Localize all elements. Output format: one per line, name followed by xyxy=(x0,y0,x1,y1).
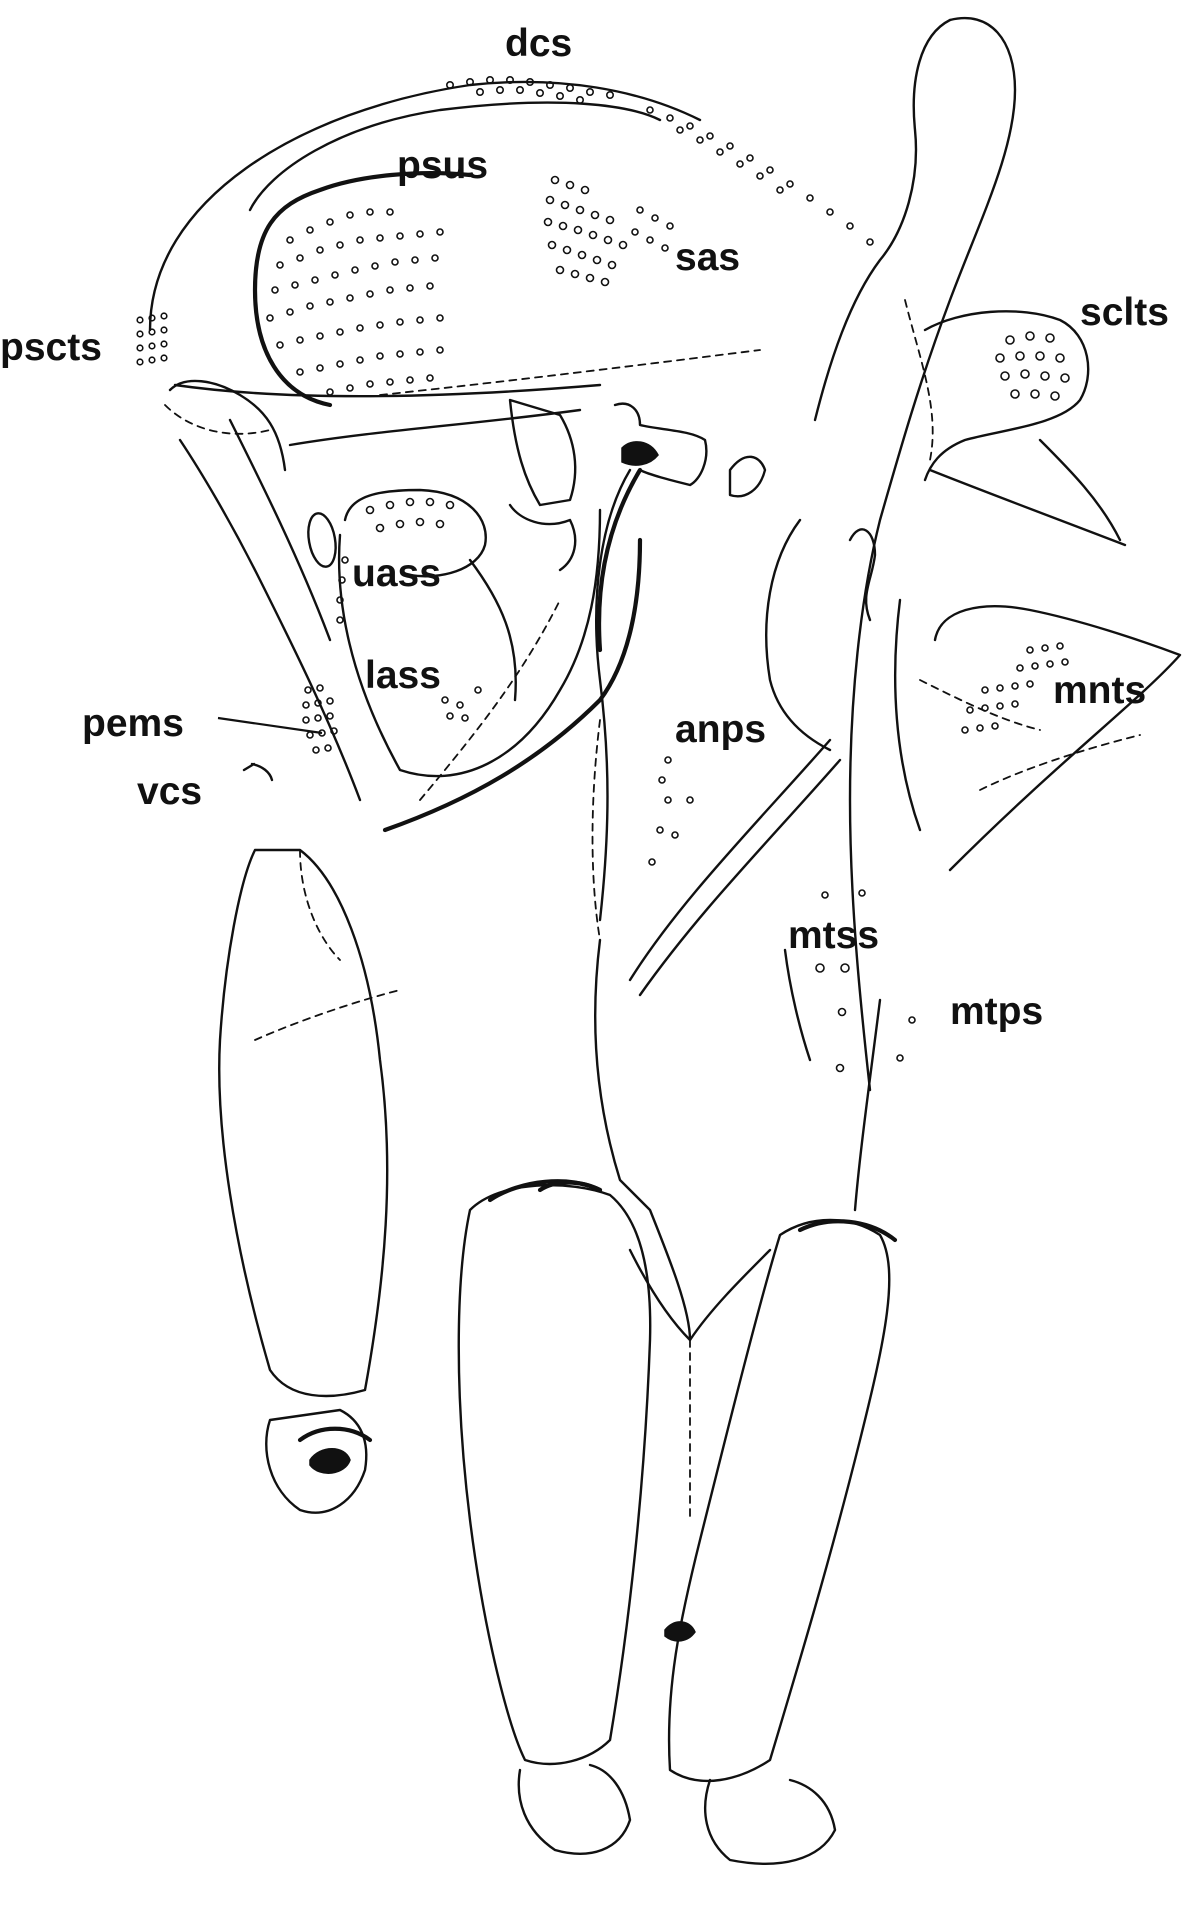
label-pems: pems xyxy=(82,702,184,745)
postnotum-stalk xyxy=(848,17,1017,1092)
scutellum-dashed xyxy=(904,299,934,461)
wing-base-process xyxy=(508,398,577,507)
humeral-lobe xyxy=(168,379,287,472)
dcs-setae xyxy=(445,76,874,246)
wing-base-dark-sclerite xyxy=(621,441,659,466)
label-psus: psus xyxy=(397,144,488,187)
setae-clusters xyxy=(136,76,1070,1073)
foreleg-coxa-dashed xyxy=(299,849,341,961)
midleg-right-dark-joint xyxy=(664,1621,696,1642)
pems-setae xyxy=(302,684,338,754)
pscts-setae xyxy=(136,312,168,366)
mtps-setae xyxy=(896,1016,916,1062)
transverse-ridge-1 xyxy=(173,383,602,398)
anterior-spiracle xyxy=(307,512,337,568)
foreleg-joint-ridge xyxy=(297,1426,373,1443)
label-vcs: vcs xyxy=(137,770,202,813)
wing-base-sclerite-outline-2 xyxy=(728,455,767,498)
mtss-setae xyxy=(815,889,866,1073)
anps-right-edge xyxy=(765,518,832,752)
label-uass: uass xyxy=(352,552,441,595)
wing-base-sclerite-outline xyxy=(613,402,708,487)
wing-base-process-2 xyxy=(508,503,577,572)
mnts-setae xyxy=(961,642,1069,734)
label-mtss: mtss xyxy=(788,914,879,957)
lass-inner-line xyxy=(468,558,517,702)
transverse-dashed-1 xyxy=(379,349,761,396)
scutum-outline xyxy=(148,80,702,332)
label-mnts: mnts xyxy=(1053,669,1146,712)
anterior-edge xyxy=(178,438,362,802)
foreleg-coxa xyxy=(218,848,389,1398)
sclts-setae xyxy=(995,331,1070,401)
uass-plate xyxy=(343,488,487,578)
pems-leader-line xyxy=(217,716,323,735)
lass-setae xyxy=(441,686,482,722)
postnotum-stalk-inner xyxy=(813,18,952,422)
label-lass: lass xyxy=(365,654,441,697)
anterior-edge-2 xyxy=(228,418,332,642)
lass-dashed xyxy=(419,599,561,801)
mnts-plate xyxy=(933,605,1182,872)
uass-setae xyxy=(336,497,455,624)
vcs-bristle-mark xyxy=(242,762,274,782)
meron-small-hook xyxy=(848,528,877,622)
anps-diagonal-2 xyxy=(638,758,842,997)
mnts-dashed-2 xyxy=(919,679,1041,731)
foreleg-joint-dark xyxy=(309,1448,351,1474)
anps-dashed xyxy=(591,719,601,941)
midleg-left-femur xyxy=(457,1184,652,1766)
scutum-inner-arc xyxy=(248,101,662,212)
foreleg-trochanter xyxy=(265,1408,368,1514)
lass-plate xyxy=(337,508,602,778)
transverse-ridge-2 xyxy=(288,408,582,447)
anps-left-ridge xyxy=(596,467,643,653)
anps-diagonal xyxy=(628,738,832,982)
label-sas: sas xyxy=(675,236,740,279)
midleg-right-tibia-tip xyxy=(703,1778,837,1865)
scutellum-lower-line xyxy=(928,468,1127,547)
label-mtps: mtps xyxy=(950,990,1043,1033)
sas-setae xyxy=(543,175,674,287)
mtss-curve xyxy=(783,948,812,1062)
midleg-left-dark-joint xyxy=(537,1180,603,1193)
sternal-plate xyxy=(593,938,692,1342)
humeral-dashed xyxy=(164,404,271,435)
mtps-edge xyxy=(853,998,882,1212)
label-dcs: dcs xyxy=(505,22,572,65)
scutellum-lobe xyxy=(923,310,1090,482)
label-anps: anps xyxy=(675,708,766,751)
presutural-lobe xyxy=(252,171,473,408)
midleg-right-joint xyxy=(797,1219,898,1243)
mnts-dashed xyxy=(979,734,1141,791)
anps-left-edge xyxy=(595,468,632,922)
anps-setae xyxy=(648,756,694,866)
body-outlines xyxy=(148,17,1182,1865)
midleg-right-femur xyxy=(667,1218,891,1783)
foreleg-coxa-dashed-2 xyxy=(254,989,401,1041)
scutellum-lower-line-2 xyxy=(1038,438,1122,542)
label-pscts: pscts xyxy=(0,326,102,369)
anepisternal-lower-ridge xyxy=(382,537,643,833)
midleg-left-tibia-tip xyxy=(517,1763,632,1855)
meron-edge xyxy=(893,598,922,832)
structure-labels: dcs psus sas pscts sclts uass lass pems … xyxy=(0,22,1169,1033)
psus-setae xyxy=(266,208,444,396)
label-sclts: sclts xyxy=(1080,291,1169,334)
